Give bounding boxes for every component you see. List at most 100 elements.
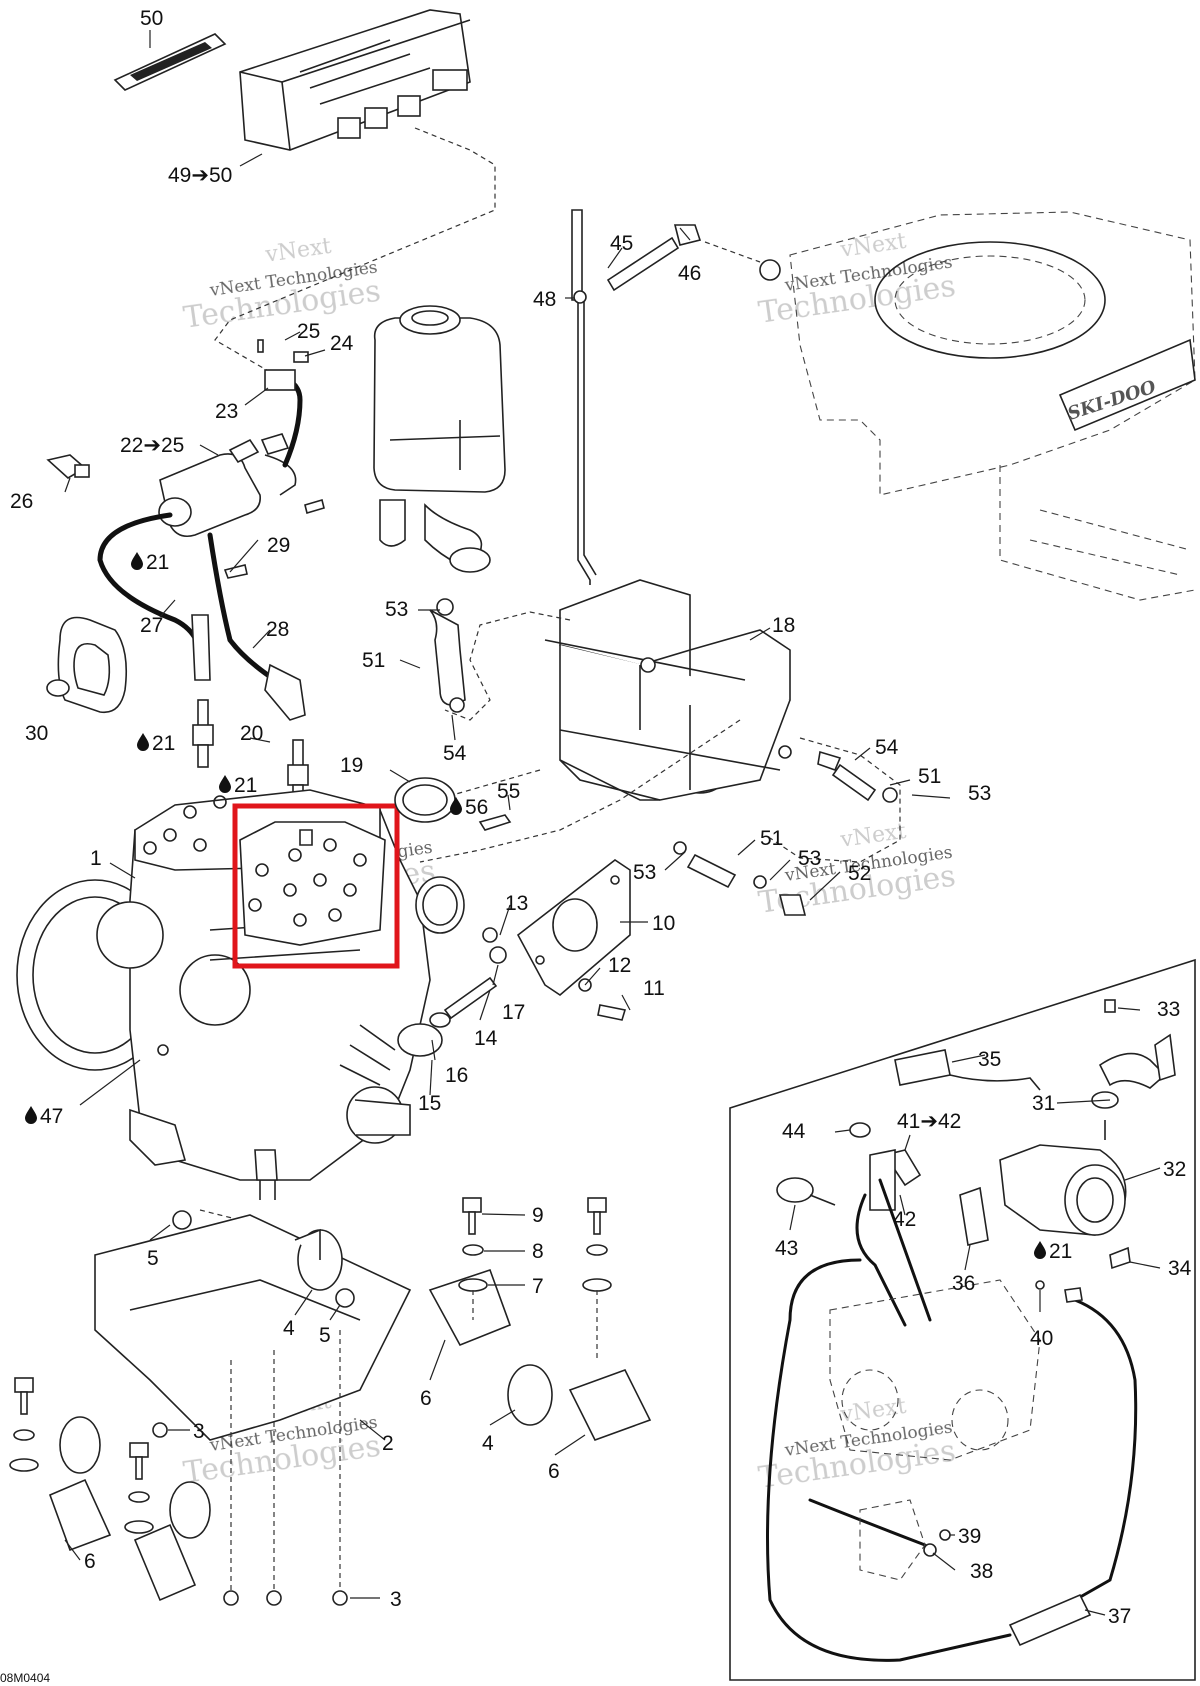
fuel-line xyxy=(571,209,781,585)
callout-53c: 53 xyxy=(633,861,656,884)
callout-21b-group: 21 xyxy=(137,732,175,755)
callout-54a: 54 xyxy=(443,742,467,765)
callout-22-25: 22➔25 xyxy=(120,434,184,457)
engine-mounts xyxy=(48,1210,652,1606)
callout-18: 18 xyxy=(772,614,795,637)
callout-13: 13 xyxy=(505,892,528,915)
callout-56: 56 xyxy=(465,796,488,819)
drop-icon xyxy=(131,552,143,570)
callout-29: 29 xyxy=(267,534,290,557)
svg-text:SKI-DOO: SKI-DOO xyxy=(1065,376,1159,424)
diagram-code: 08M0404 xyxy=(0,1671,50,1685)
callout-35: 35 xyxy=(978,1048,1001,1071)
callout-36: 36 xyxy=(952,1272,975,1295)
callout-53d: 53 xyxy=(798,847,821,870)
grip xyxy=(46,616,128,714)
callout-54b: 54 xyxy=(875,736,899,759)
callout-6a: 6 xyxy=(420,1387,432,1410)
callout-6b: 6 xyxy=(548,1460,560,1483)
callout-41-42: 41➔42 xyxy=(897,1110,961,1133)
spark-plugs xyxy=(192,699,309,806)
callout-53b: 53 xyxy=(968,782,991,805)
callout-2: 2 xyxy=(382,1432,394,1455)
callout-labels: 50 49➔50 45 46 48 25 24 23 22➔25 26 29 2… xyxy=(0,7,1192,1685)
carburetors xyxy=(544,579,792,801)
callout-19: 19 xyxy=(340,754,363,777)
callout-46: 46 xyxy=(678,262,701,285)
callout-49-50: 49➔50 xyxy=(168,164,232,187)
callout-51c: 51 xyxy=(760,827,783,850)
callout-5a: 5 xyxy=(147,1247,159,1270)
drop-icon xyxy=(219,775,231,793)
callout-5b: 5 xyxy=(319,1324,331,1347)
vent-hoses xyxy=(429,598,898,916)
cylinder-head xyxy=(239,821,386,946)
callout-20: 20 xyxy=(240,722,263,745)
watermark-line-1: vNext xyxy=(263,234,333,268)
callout-9: 9 xyxy=(532,1204,544,1227)
callout-31: 31 xyxy=(1032,1092,1055,1115)
callout-28: 28 xyxy=(266,618,289,641)
drop-icon xyxy=(1034,1241,1046,1259)
watermark-line-1: vNext xyxy=(838,229,908,263)
manifold-plate xyxy=(516,859,631,997)
callout-1: 1 xyxy=(90,847,102,870)
part-drawings: SKI-DOO xyxy=(9,9,1196,1681)
callout-23: 23 xyxy=(215,400,238,423)
watermark-2: vNext vNext Technologies Technologies xyxy=(756,229,957,331)
callout-15: 15 xyxy=(418,1092,441,1115)
callout-34: 34 xyxy=(1168,1257,1192,1280)
callout-26: 26 xyxy=(10,490,33,513)
callout-40: 40 xyxy=(1030,1327,1053,1350)
callout-52: 52 xyxy=(848,862,871,885)
callout-47-group: 47 xyxy=(25,1105,63,1128)
highlight-box xyxy=(232,803,400,969)
callout-44: 44 xyxy=(782,1120,806,1143)
callout-4b: 4 xyxy=(482,1432,494,1455)
callout-21c: 21 xyxy=(234,774,257,797)
callout-56-group: 56 xyxy=(450,796,488,819)
callout-3a: 3 xyxy=(193,1420,205,1443)
callout-33: 33 xyxy=(1157,998,1180,1021)
watermark-line-1: vNext xyxy=(838,819,908,853)
callout-51b: 51 xyxy=(918,765,941,788)
callout-11: 11 xyxy=(643,977,665,1000)
bolts-washers xyxy=(9,1197,612,1590)
callout-21a: 21 xyxy=(146,551,169,574)
oil-reservoir xyxy=(373,305,506,573)
callout-24: 24 xyxy=(330,332,354,355)
callout-25: 25 xyxy=(297,320,320,343)
callout-50: 50 xyxy=(140,7,163,30)
callout-21b: 21 xyxy=(152,732,175,755)
callout-21d-group: 21 xyxy=(1034,1240,1072,1263)
callout-32: 32 xyxy=(1163,1158,1186,1181)
callout-3b: 3 xyxy=(390,1588,402,1611)
callout-45: 45 xyxy=(610,232,633,255)
decal xyxy=(113,33,227,91)
callout-7: 7 xyxy=(532,1275,544,1298)
callout-12: 12 xyxy=(608,954,631,977)
callout-21a-group: 21 xyxy=(131,551,169,574)
drop-icon xyxy=(137,733,149,751)
callout-48: 48 xyxy=(533,288,556,311)
callout-21d: 21 xyxy=(1049,1240,1072,1263)
callout-21c-group: 21 xyxy=(219,774,257,797)
callout-16: 16 xyxy=(445,1064,468,1087)
callout-47: 47 xyxy=(40,1105,63,1128)
callout-14: 14 xyxy=(474,1027,498,1050)
callout-27: 27 xyxy=(140,614,163,637)
callout-8: 8 xyxy=(532,1240,544,1263)
callout-39: 39 xyxy=(958,1525,981,1548)
clamps xyxy=(394,777,465,934)
callout-4a: 4 xyxy=(283,1317,295,1340)
watermark-1: vNext vNext Technologies Technologies xyxy=(181,234,382,336)
ignition-coil xyxy=(46,339,325,721)
ecu-module xyxy=(239,9,471,151)
callout-38: 38 xyxy=(970,1560,993,1583)
callout-10: 10 xyxy=(652,912,675,935)
callout-55: 55 xyxy=(497,780,520,803)
callout-17: 17 xyxy=(502,1001,525,1024)
callout-37: 37 xyxy=(1108,1605,1131,1628)
studs-nuts xyxy=(397,814,627,1057)
